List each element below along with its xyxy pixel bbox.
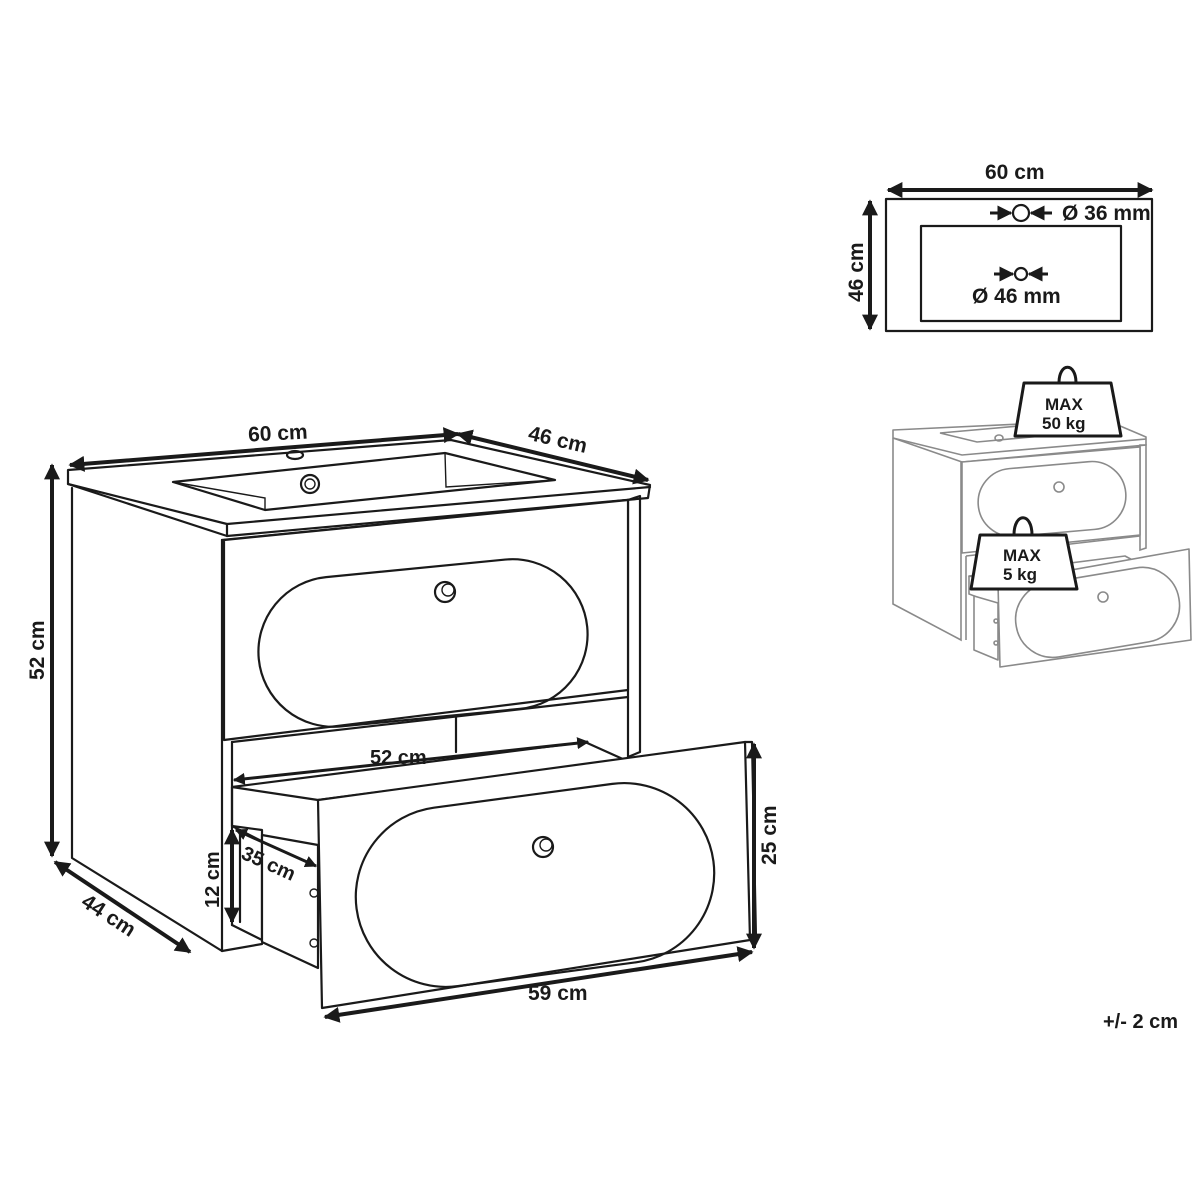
drawer-load-label-2: 5 kg — [1003, 565, 1037, 584]
lower-drawer — [220, 740, 758, 1010]
drain-hole-icon — [299, 473, 321, 495]
tap-hole-label: Ø 36 mm — [1062, 202, 1151, 225]
cabinet-right-side — [626, 494, 642, 759]
top-view-basin — [919, 224, 1123, 323]
drawer-front-width-label: 59 cm — [528, 982, 588, 1005]
width-label: 60 cm — [248, 421, 309, 447]
drain-hole-label: Ø 46 mm — [972, 285, 1061, 308]
cabinet-side — [70, 486, 224, 953]
load-view: MAX 50 kg MAX 5 kg — [892, 365, 1192, 668]
tolerance-label: +/- 2 cm — [1103, 1011, 1178, 1033]
top-drain-hole-icon — [1013, 266, 1029, 282]
drawer-load-label-1: MAX — [1003, 546, 1041, 565]
top-load-label-1: MAX — [1045, 395, 1083, 414]
drawer-front-height-label: 25 cm — [758, 805, 781, 865]
drawer-inner-height-label: 12 cm — [202, 851, 224, 908]
top-width-label: 60 cm — [985, 161, 1045, 184]
drawer-inner-width-label: 52 cm — [370, 747, 427, 769]
height-label: 52 cm — [26, 620, 49, 680]
top-weight-icon: MAX 50 kg — [1013, 365, 1123, 438]
drawer-weight-icon: MAX 5 kg — [969, 516, 1079, 591]
top-view-outline — [884, 197, 1154, 333]
top-view: 60 cm 46 cm Ø 36 mm Ø 46 mm — [845, 161, 1154, 333]
main-cabinet-view: 60 cm 46 cm 52 cm 44 cm 52 cm 35 cm 12 c… — [26, 421, 781, 1023]
top-depth-label: 46 cm — [845, 242, 868, 302]
upper-drawer — [222, 498, 630, 742]
top-tap-hole-icon — [1011, 203, 1031, 223]
top-load-label-2: 50 kg — [1042, 414, 1085, 433]
dimension-lines — [44, 427, 762, 1023]
